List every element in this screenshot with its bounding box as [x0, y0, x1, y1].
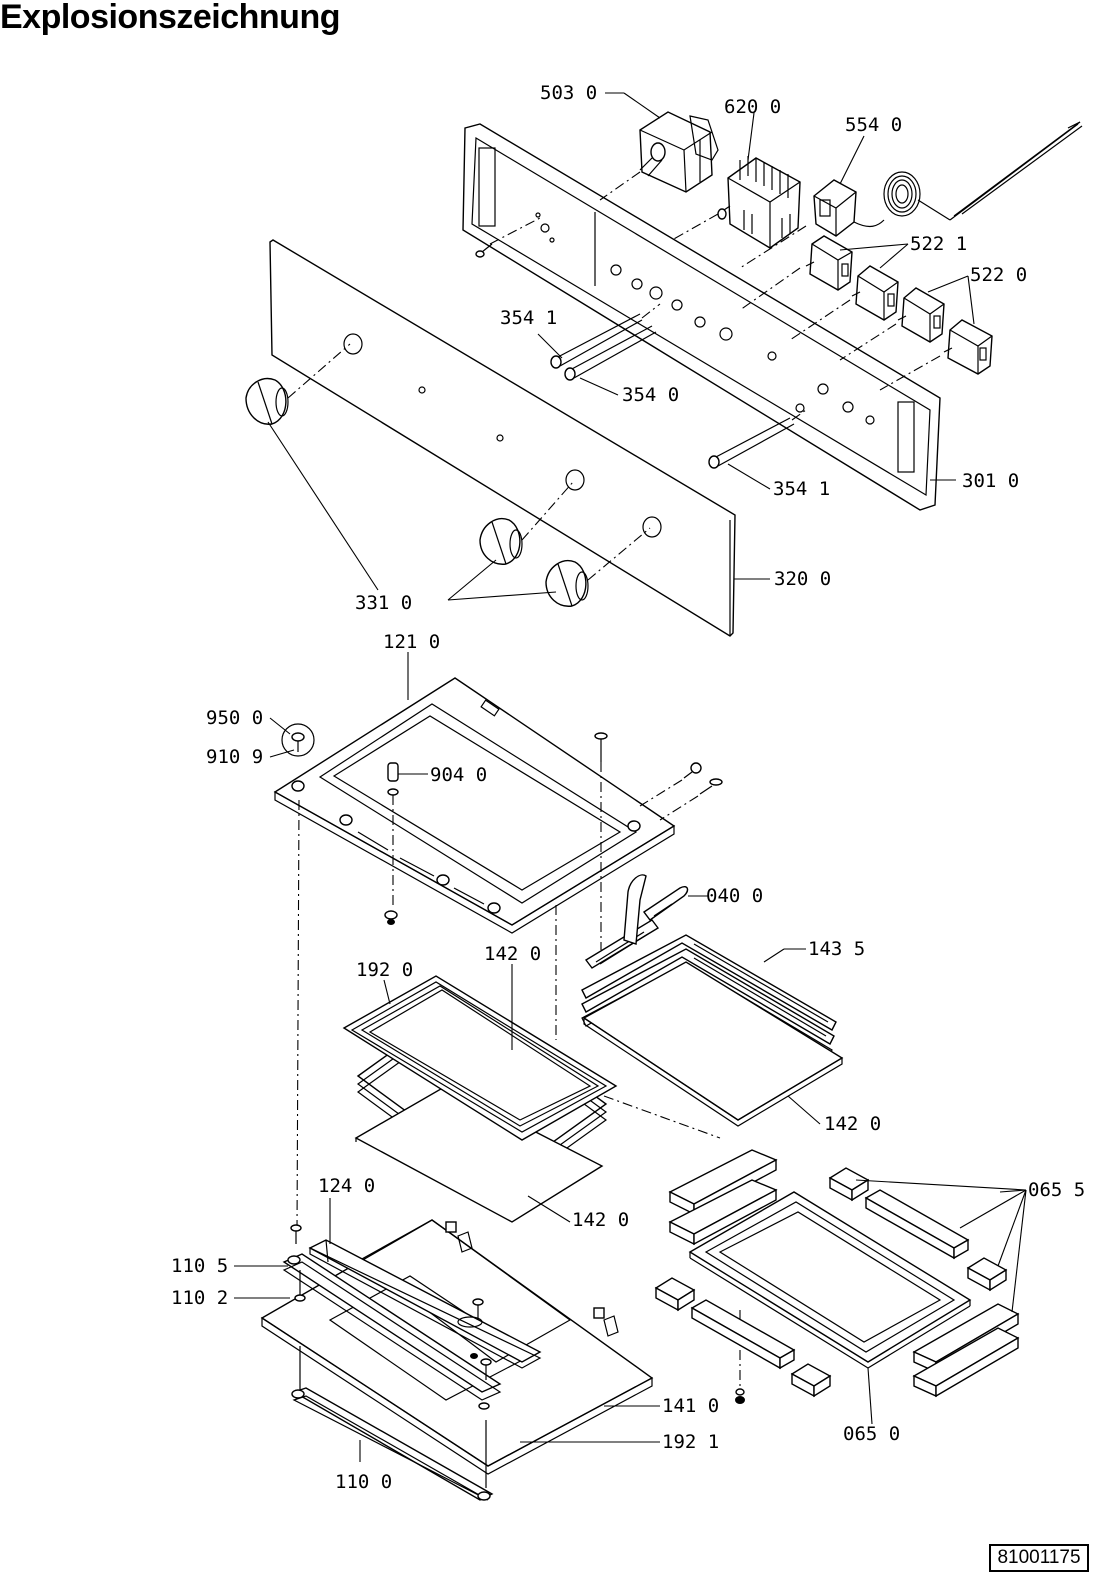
- part-522-0-switch-2: [943, 319, 993, 375]
- label-904-0: 904 0: [430, 764, 487, 786]
- label-910-9: 910 9: [206, 746, 263, 768]
- part-320-0-front-facia: [269, 239, 736, 637]
- label-354-1-top: 354 1: [500, 307, 557, 329]
- document-number-box: 81001175: [989, 1544, 1089, 1572]
- part-panel-clips: [445, 1221, 619, 1337]
- part-354-spindles: [550, 303, 807, 469]
- label-950-0: 950 0: [206, 707, 263, 729]
- label-110-2: 110 2: [171, 1287, 228, 1309]
- label-121-0: 121 0: [383, 631, 440, 653]
- label-110-5: 110 5: [171, 1255, 228, 1277]
- label-065-5: 065 5: [1028, 1179, 1085, 1201]
- label-143-5: 143 5: [808, 938, 865, 960]
- label-354-0: 354 0: [622, 384, 679, 406]
- part-040-0-hinge: [584, 874, 689, 969]
- part-121-0-outer-panel: [273, 677, 676, 934]
- part-301-0-panel-frame: [462, 123, 941, 511]
- label-141-0: 141 0: [662, 1395, 719, 1417]
- knob-axis-lines: [287, 343, 651, 581]
- part-904-0-pin: [384, 762, 399, 925]
- label-124-0: 124 0: [318, 1175, 375, 1197]
- part-065-0-frame: [688, 1191, 972, 1404]
- label-320-0: 320 0: [774, 568, 831, 590]
- part-950-0-circled-screw: [281, 723, 315, 757]
- part-522-1-switch-1: [805, 235, 853, 291]
- part-331-0-knob-3: [545, 560, 589, 607]
- label-040-0: 040 0: [706, 885, 763, 907]
- label-192-0: 192 0: [356, 959, 413, 981]
- part-110-0-bottom-rail: [291, 1346, 494, 1501]
- part-065-5-insulation-blocks: [654, 1149, 1020, 1398]
- label-142-0-top: 142 0: [484, 943, 541, 965]
- part-labels: 503 0 620 0 554 0 522 1 522 0 354 1 354 …: [171, 82, 1085, 1493]
- component-axis-lines: [489, 171, 941, 391]
- part-142-0-glass-pane-right: [582, 961, 844, 1127]
- part-124-0-strip: [308, 1239, 542, 1369]
- label-554-0: 554 0: [845, 114, 902, 136]
- part-620-0-selector-switch: [717, 156, 801, 249]
- page-title: Explosionszeichnung: [0, 0, 340, 36]
- part-141-0-door-panel: [260, 1219, 654, 1475]
- label-110-0: 110 0: [335, 1471, 392, 1493]
- part-192-0-seal: [342, 975, 618, 1141]
- part-frame-screw: [475, 243, 493, 258]
- part-331-0-knob-2: [479, 518, 523, 565]
- label-503-0: 503 0: [540, 82, 597, 104]
- part-503-0-timer: [639, 111, 719, 193]
- part-bracket-screws: [290, 1224, 492, 1410]
- label-301-0: 301 0: [962, 470, 1019, 492]
- label-065-0: 065 0: [843, 1423, 900, 1445]
- part-522-0-switch-1: [897, 287, 945, 343]
- label-354-1-bottom: 354 1: [773, 478, 830, 500]
- alignment-lines: [296, 799, 741, 1390]
- label-142-0-bottom: 142 0: [572, 1209, 629, 1231]
- label-620-0: 620 0: [724, 96, 781, 118]
- label-522-0: 522 0: [970, 264, 1027, 286]
- leader-lines: [234, 92, 1027, 1462]
- label-331-0: 331 0: [355, 592, 412, 614]
- part-522-1-switch-2: [851, 265, 899, 321]
- part-554-0-thermostat: [813, 121, 1083, 237]
- part-331-0-knob-1: [245, 378, 289, 425]
- label-522-1: 522 1: [910, 233, 967, 255]
- part-110-bracket: [282, 1253, 502, 1401]
- part-panel-screws: [594, 732, 723, 950]
- label-192-1: 192 1: [662, 1431, 719, 1453]
- label-142-0-right: 142 0: [824, 1113, 881, 1135]
